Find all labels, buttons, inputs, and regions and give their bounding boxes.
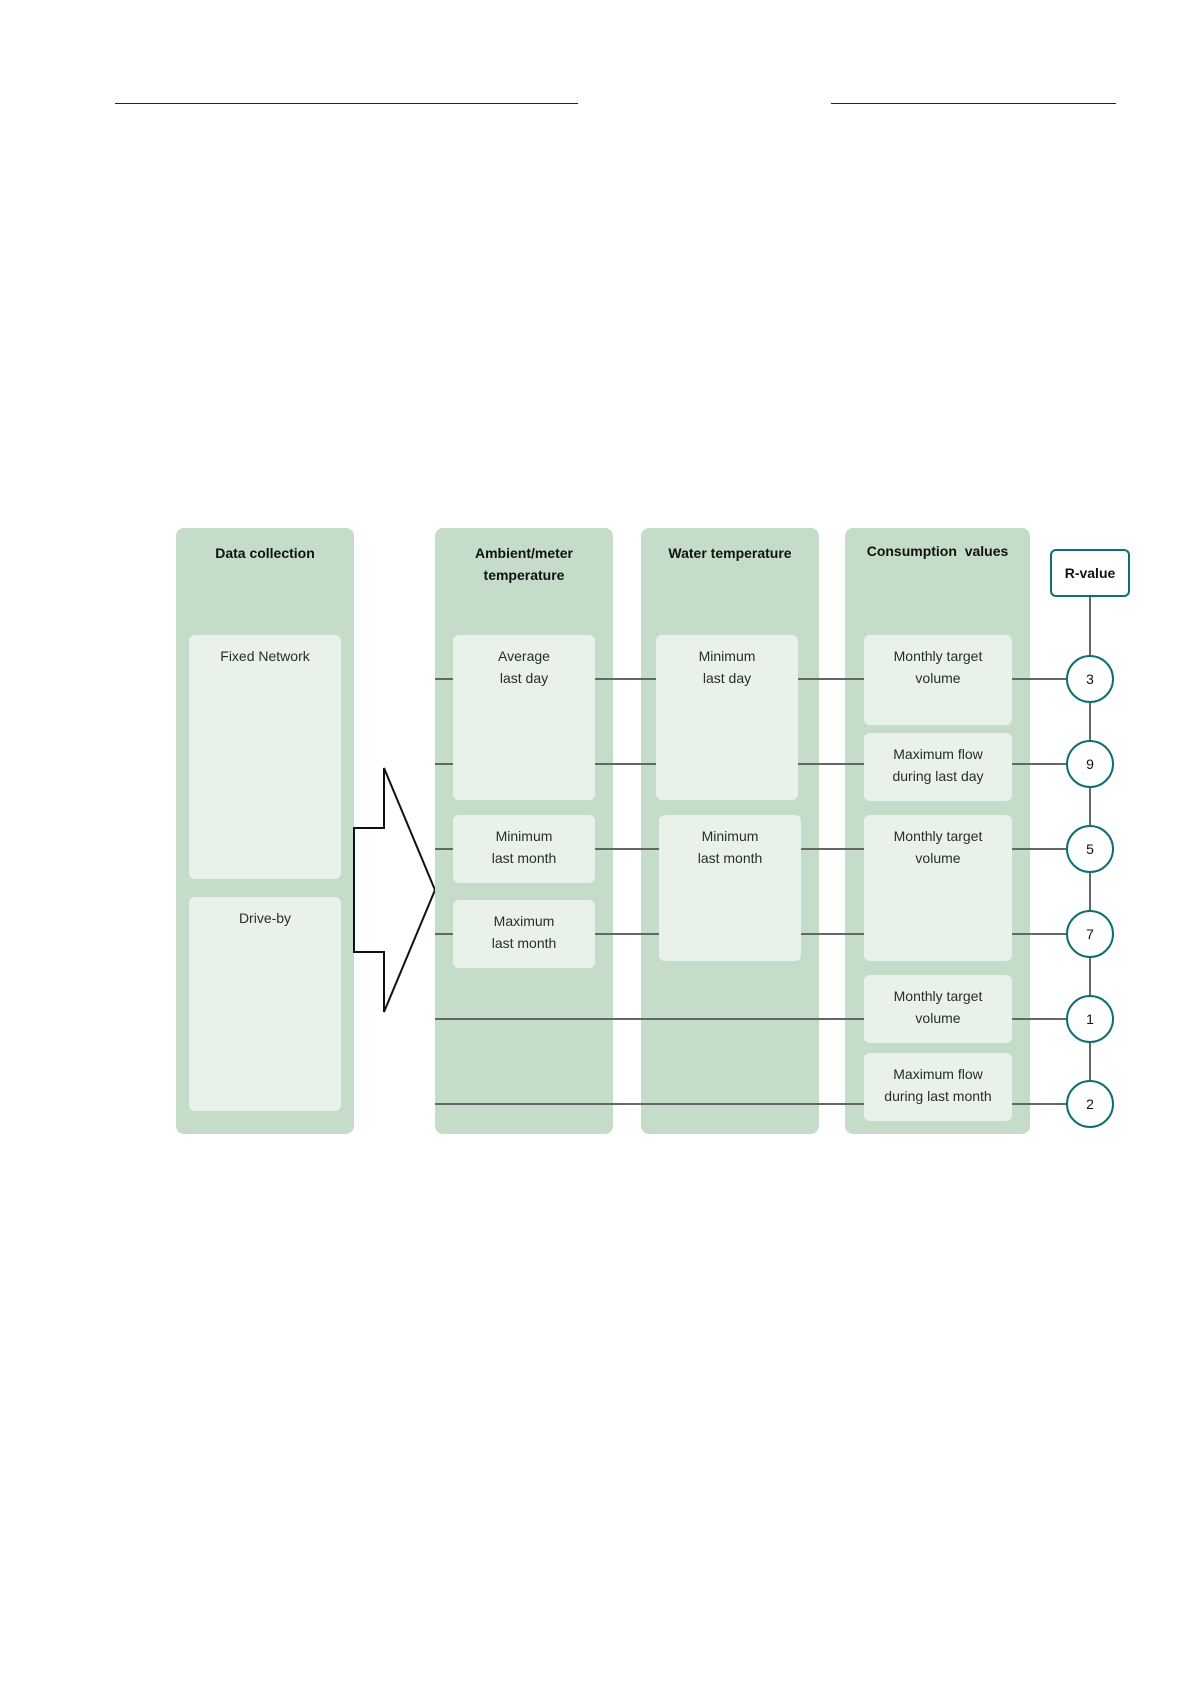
ambient-box: Minimum last month bbox=[453, 815, 595, 883]
column-title-ambient: Ambient/meter temperature bbox=[474, 545, 574, 583]
header-rule-left bbox=[115, 103, 578, 104]
water-box: Minimum last month bbox=[659, 815, 801, 961]
box-label: Maximum last month bbox=[491, 913, 557, 951]
box-label: Drive-by bbox=[238, 910, 292, 926]
box-label: Monthly target volume bbox=[893, 648, 983, 686]
consumption-box: Maximum flow during last day bbox=[864, 733, 1012, 801]
r-value-circle: 3 bbox=[1066, 655, 1114, 703]
box-label: Minimum last day bbox=[698, 648, 756, 686]
box-label: Minimum last month bbox=[697, 828, 763, 866]
column-data-collection: Data collection Fixed Network Drive-by bbox=[176, 528, 354, 1134]
ambient-box: Average last day bbox=[453, 635, 595, 800]
r-value-circle: 1 bbox=[1066, 995, 1114, 1043]
r-value-circle: 7 bbox=[1066, 910, 1114, 958]
r-value-circle: 2 bbox=[1066, 1080, 1114, 1128]
r-value-circle: 9 bbox=[1066, 740, 1114, 788]
data-collection-box: Fixed Network bbox=[189, 635, 341, 879]
consumption-box: Maximum flow during last month bbox=[864, 1053, 1012, 1121]
connector-line bbox=[435, 1018, 1090, 1020]
r-value-circle: 5 bbox=[1066, 825, 1114, 873]
ambient-box: Maximum last month bbox=[453, 900, 595, 968]
column-title-water: Water temperature bbox=[668, 545, 792, 561]
consumption-box: Monthly target volume bbox=[864, 815, 1012, 961]
box-label: Minimum last month bbox=[491, 828, 557, 866]
column-title: Data collection bbox=[215, 545, 315, 561]
connector-line bbox=[435, 1103, 1090, 1105]
box-label: Average last day bbox=[498, 648, 550, 686]
box-label: Monthly target volume bbox=[893, 828, 983, 866]
r-value-header: R-value bbox=[1050, 549, 1130, 597]
box-label: Maximum flow during last day bbox=[892, 746, 984, 784]
consumption-box: Monthly target volume bbox=[864, 975, 1012, 1043]
data-collection-box: Drive-by bbox=[189, 897, 341, 1111]
consumption-box: Monthly target volume bbox=[864, 635, 1012, 725]
header-rule-right bbox=[831, 103, 1116, 104]
water-box: Minimum last day bbox=[656, 635, 798, 800]
column-title-consumption: Consumption values bbox=[866, 543, 1009, 559]
box-label: Monthly target volume bbox=[893, 988, 983, 1026]
box-label: Fixed Network bbox=[220, 648, 310, 664]
box-label: Maximum flow during last month bbox=[884, 1066, 992, 1104]
